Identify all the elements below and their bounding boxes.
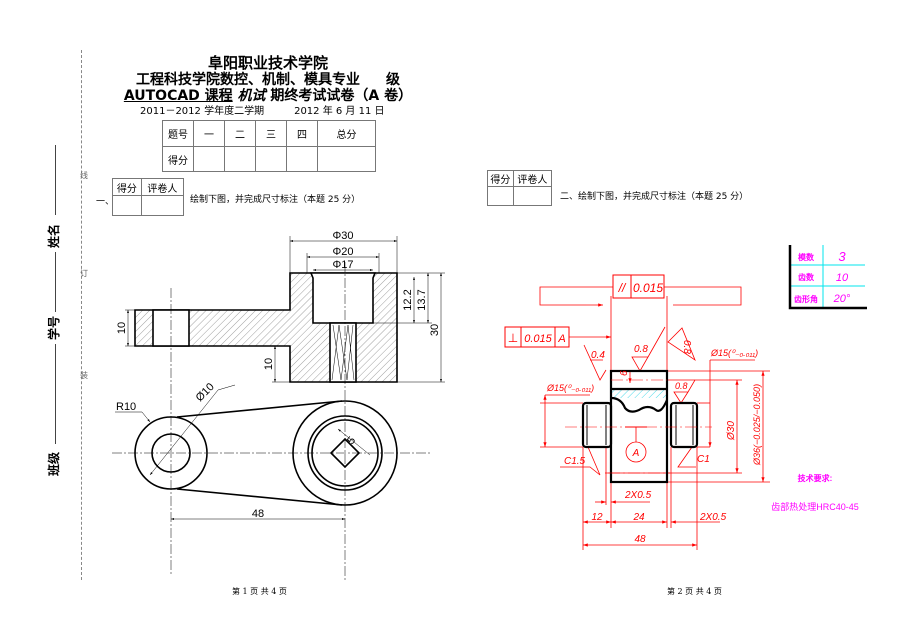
score-cell[interactable] <box>255 146 287 172</box>
dim-phi17: Φ17 <box>332 259 353 271</box>
rough-0-8-top: 0.8 <box>634 344 648 355</box>
perp-value: 0.015 <box>524 333 552 345</box>
term-date: 2011－2012 学年度二学期 2012 年 6 月 11 日 <box>140 102 400 117</box>
grader-cell[interactable] <box>512 186 553 206</box>
gear-value-module: 3 <box>838 249 846 264</box>
dim-phi20: Φ20 <box>332 246 353 258</box>
q2-gear-body <box>581 369 699 484</box>
dim-48: 48 <box>252 508 264 520</box>
grade-suffix: 级 <box>386 72 400 88</box>
dim-phi10: Ø10 <box>194 381 217 404</box>
chamfer-c1: C1 <box>697 454 710 465</box>
rough-0-8-right: 0.8 <box>675 381 688 391</box>
dim-phi30: Φ30 <box>332 230 353 242</box>
course-name: AUTOCAD 课程 <box>123 88 233 104</box>
exam-date: 2012 年 6 月 11 日 <box>294 106 385 117</box>
score-row-label: 得分 <box>162 146 194 172</box>
dim-13-7: 13.7 <box>416 289 428 310</box>
q1-grader-table: 得分评卷人 <box>112 178 185 216</box>
q1-top-view <box>134 400 398 506</box>
name-line <box>55 145 56 215</box>
id-line <box>55 252 56 312</box>
rough-0-8-side: 0.8 <box>681 340 692 354</box>
binding-mark-bind: 装 <box>80 371 88 380</box>
binding-dashed-line <box>81 50 82 580</box>
gear-label-teeth: 齿数 <box>798 272 815 282</box>
dim-arm-10: 10 <box>116 322 128 334</box>
score-header: 三 <box>255 120 287 147</box>
chamfer-2x0-5-right: 2X0.5 <box>699 512 727 523</box>
q2-dim-labels: A 0.4 0.8 0.8 0.8 Ø15(⁰₋₀.₀₁₁) Ø15(⁰₋₀.₀… <box>546 340 762 545</box>
department-line: 工程科技学院数控、机制、模具专业 级 <box>118 69 418 89</box>
q1-number: 一、 <box>96 197 115 207</box>
course-class: 机试 <box>237 88 266 104</box>
tolerance-frame-parallel: // 0.015 <box>612 274 665 299</box>
q1-instruction: 绘制下图，并完成尺寸标注（本题 25 分） <box>190 195 361 205</box>
q2-instruction: 二、绘制下图，并完成尺寸标注（本题 25 分） <box>560 192 749 202</box>
gear-label-module: 模数 <box>798 252 815 262</box>
score-header: 总分 <box>317 120 376 147</box>
q2-red-lines <box>539 286 770 550</box>
dim-phi15-left: Ø15(⁰₋₀.₀₁₁) <box>546 383 594 393</box>
rough-0-4: 0.4 <box>591 350 605 361</box>
page-footer-1: 第 1 页 共 4 页 <box>232 587 287 596</box>
parallel-symbol: // <box>618 281 627 295</box>
dim-base-10: 10 <box>263 358 275 370</box>
q1-dimensions <box>115 236 445 520</box>
binding-mark-staple: 订 <box>80 269 88 278</box>
parallel-value: 0.015 <box>633 281 663 295</box>
school-name: 阜阳职业技术学院 <box>207 54 328 72</box>
score-table: 题号 一 二 三 四 总分 得分 <box>162 120 376 172</box>
score-cell[interactable] <box>193 146 225 172</box>
dim-12: 12 <box>591 512 603 523</box>
q2-grader-table: 得分评卷人 <box>487 170 553 206</box>
gear-value-teeth: 10 <box>836 272 849 284</box>
grader-cell[interactable] <box>140 195 185 216</box>
dim-phi30: Ø30 <box>726 421 737 441</box>
department: 工程科技学院数控、机制、模具专业 <box>136 72 360 88</box>
gear-parameter-table: 模数 3 齿数 10 齿形角 20° <box>788 245 867 310</box>
dim-depth-6: 6 <box>619 370 630 376</box>
score-cell[interactable] <box>317 146 376 172</box>
tech-requirements-text: 齿部热处理HRC40-45 <box>771 501 859 512</box>
page-footer-2: 第 2 页 共 4 页 <box>667 587 722 596</box>
dim-12-2: 12.2 <box>402 289 414 310</box>
term: 2011－2012 学年度二学期 <box>140 106 265 117</box>
chamfer-2x0-5-top: 2X0.5 <box>624 490 652 501</box>
dim-r10: R10 <box>116 401 136 413</box>
dim-30: 30 <box>429 324 441 336</box>
tech-requirements-title: 技术要求: <box>798 473 833 483</box>
exam-title: AUTOCAD 课程 机试 期终考试试卷（A 卷） <box>118 85 418 105</box>
perp-symbol: ⊥ <box>508 331 518 345</box>
gear-value-pressure-angle: 20° <box>833 293 851 305</box>
dim-phi15-right: Ø15(⁰₋₀.₀₁₁) <box>710 348 758 358</box>
tolerance-frame-perpendicular: ⊥ 0.015 A <box>504 326 570 348</box>
dim-48: 48 <box>634 534 646 545</box>
binding-mark-line: 线 <box>80 171 88 180</box>
class-line <box>55 344 56 444</box>
exam-name: 期终考试试卷（A 卷） <box>270 88 413 104</box>
q1-centerlines <box>112 262 430 580</box>
dim-phi36: Ø36(−0.025/−0.050) <box>752 384 762 466</box>
q1-section-view <box>134 272 398 383</box>
dim-square-5: 5 <box>345 435 358 447</box>
gear-label-pressure-angle: 齿形角 <box>794 294 818 304</box>
perp-datum: A <box>557 333 565 345</box>
q2-centerline <box>565 379 712 474</box>
datum-a: A <box>632 448 640 459</box>
chamfer-c1-5: C1.5 <box>564 456 586 467</box>
dim-24: 24 <box>632 512 645 523</box>
